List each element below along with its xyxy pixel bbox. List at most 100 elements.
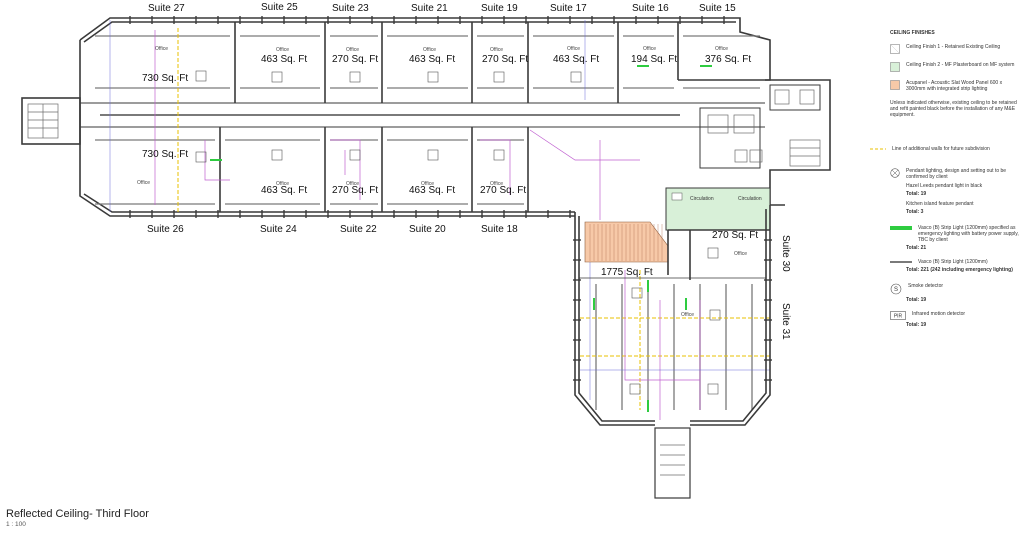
suite-20-label: Suite 20 (409, 224, 446, 235)
legend-heading: CEILING FINISHES (890, 30, 935, 36)
area-suite-26: 730 Sq. Ft (142, 149, 188, 160)
legend-emergency: Vasco (B) Strip Light (1200mm) specified… (890, 225, 1020, 243)
legend-finish3: Acupanel - Acoustic Slat Wood Panel 600 … (890, 80, 1020, 92)
area-suite-23: 270 Sq. Ft (332, 54, 378, 65)
office-label: Office (490, 181, 503, 187)
core-area: Circulation Circulation (665, 84, 821, 231)
office-label: Office (567, 46, 580, 52)
legend-future-walls: Line of additional walls for future subd… (870, 146, 1020, 152)
pendant-total2: Total: 3 (906, 209, 924, 215)
area-suite-30: 270 Sq. Ft (712, 230, 758, 241)
legend-finish1: Ceiling Finish 1 - Retained Existing Cei… (890, 44, 1020, 54)
suite-21-label: Suite 21 (411, 3, 448, 14)
smoke-total: Total: 19 (906, 297, 927, 303)
office-label: Office (276, 181, 289, 187)
area-suite-18: 270 Sq. Ft (480, 185, 526, 196)
office-label: Office (643, 46, 656, 52)
area-suite-22: 270 Sq. Ft (332, 185, 378, 196)
emergency-total: Total: 21 (906, 245, 927, 251)
finish1-swatch (890, 44, 900, 54)
suite-16-label: Suite 16 (632, 3, 669, 14)
office-label: Office (423, 47, 436, 53)
legend-finish2: Ceiling Finish 2 - MF Plasterboard on MF… (890, 62, 1020, 72)
area-suite-25: 463 Sq. Ft (261, 54, 307, 65)
suite-26-label: Suite 26 (147, 224, 184, 235)
suite-labels-bottom: Suite 26 Suite 24 Suite 22 Suite 20 Suit… (147, 224, 791, 340)
office-label: Office (715, 46, 728, 52)
office-label: Office (346, 47, 359, 53)
suite-19-label: Suite 19 (481, 3, 518, 14)
area-labels-bottom: 730 Sq. Ft 463 Sq. Ft 270 Sq. Ft 463 Sq.… (142, 149, 758, 278)
title-block: Reflected Ceiling- Third Floor 1 : 100 (6, 508, 149, 528)
area-suite-24: 463 Sq. Ft (261, 185, 307, 196)
finish2-text: Ceiling Finish 2 - MF Plasterboard on MF… (906, 62, 1015, 68)
strip-lights (95, 35, 760, 410)
area-suite-20: 463 Sq. Ft (409, 185, 455, 196)
pendant-text: Pendant lighting, design and setting out… (906, 168, 1007, 180)
suite-24-label: Suite 24 (260, 224, 297, 235)
suite-dividers-top (234, 22, 765, 103)
pir-total: Total: 19 (906, 322, 927, 328)
pendant-sub1: Hazel Leeds pendant light in black (906, 183, 983, 189)
suite-labels-top: Suite 27 Suite 25 Suite 23 Suite 21 Suit… (148, 2, 736, 14)
office-label: Office (421, 181, 434, 187)
strip-text: Vasco (B) Strip Light (1200mm) (918, 259, 988, 265)
finish2-swatch (890, 62, 900, 72)
strip-light-swatch (890, 261, 912, 263)
legend-strip: Vasco (B) Strip Light (1200mm) (890, 259, 1020, 265)
finish3-text: Acupanel - Acoustic Slat Wood Panel 600 … (906, 80, 1003, 92)
area-suite-17: 463 Sq. Ft (553, 54, 599, 65)
ceiling-fixtures (195, 70, 721, 395)
left-stair-tower (21, 97, 81, 145)
area-suite-16: 194 Sq. Ft (631, 54, 677, 65)
emergency-text: Vasco (B) Strip Light (1200mm) specified… (918, 225, 1019, 243)
circulation-label-2: Circulation (738, 196, 762, 202)
area-suite-15: 376 Sq. Ft (705, 54, 751, 65)
pendant-total: Total: 19 (906, 191, 927, 197)
office-label: Office (681, 312, 694, 318)
suite-27-label: Suite 27 (148, 3, 185, 14)
office-label: Office (137, 180, 150, 186)
finish1-text: Ceiling Finish 1 - Retained Existing Cei… (906, 44, 1001, 50)
office-label: Office (346, 181, 359, 187)
office-labels: Office Office Office Office Office Offic… (137, 46, 747, 318)
suite-31-label: Suite 31 (780, 303, 791, 340)
corridor (80, 102, 765, 128)
note-text: Unless indicated otherwise, existing cei… (890, 100, 1017, 118)
area-labels-top: 730 Sq. Ft 463 Sq. Ft 270 Sq. Ft 463 Sq.… (142, 54, 751, 84)
strip-total: Total: 221 (242 including emergency ligh… (906, 267, 1013, 273)
acupanel-swatch (890, 80, 900, 90)
legend-pendant: Pendant lighting, design and setting out… (890, 168, 1020, 180)
legend-smoke: S Smoke detector (890, 283, 1020, 295)
smoke-text: Smoke detector (908, 283, 944, 289)
suite-30-label: Suite 30 (780, 235, 791, 272)
legend-pir: PIR Infrared motion detector (890, 311, 1020, 320)
smoke-detector-icon: S (890, 283, 902, 295)
duct-runs (154, 30, 701, 420)
legend: CEILING FINISHES Ceiling Finish 1 - Reta… (870, 30, 1020, 328)
legend-note: Unless indicated otherwise, existing cei… (890, 100, 1020, 118)
office-label: Office (490, 47, 503, 53)
south-wing-walls (574, 205, 771, 499)
suite-dividers-bottom (219, 127, 529, 212)
pendant-sub2: Kitchen island feature pendant (906, 201, 974, 207)
plan-scale: 1 : 100 (6, 521, 26, 528)
area-suite-21: 463 Sq. Ft (409, 54, 455, 65)
smoke-symbol: S (894, 287, 898, 293)
circulation-label-1: Circulation (690, 196, 714, 202)
suite-18-label: Suite 18 (481, 224, 518, 235)
pir-detector-icon: PIR (890, 311, 906, 320)
suite-23-label: Suite 23 (332, 3, 369, 14)
office-label: Office (155, 46, 168, 52)
acupanel-area (584, 221, 669, 263)
future-walls-text: Line of additional walls for future subd… (892, 146, 990, 152)
plan-title: Reflected Ceiling- Third Floor (6, 508, 149, 520)
area-suite-19: 270 Sq. Ft (482, 54, 528, 65)
suite-25-label: Suite 25 (261, 2, 298, 13)
office-label: Office (734, 251, 747, 257)
emergency-lights (210, 65, 712, 412)
emergency-light-swatch (890, 226, 912, 230)
office-label: Office (276, 47, 289, 53)
pir-symbol: PIR (894, 314, 903, 320)
